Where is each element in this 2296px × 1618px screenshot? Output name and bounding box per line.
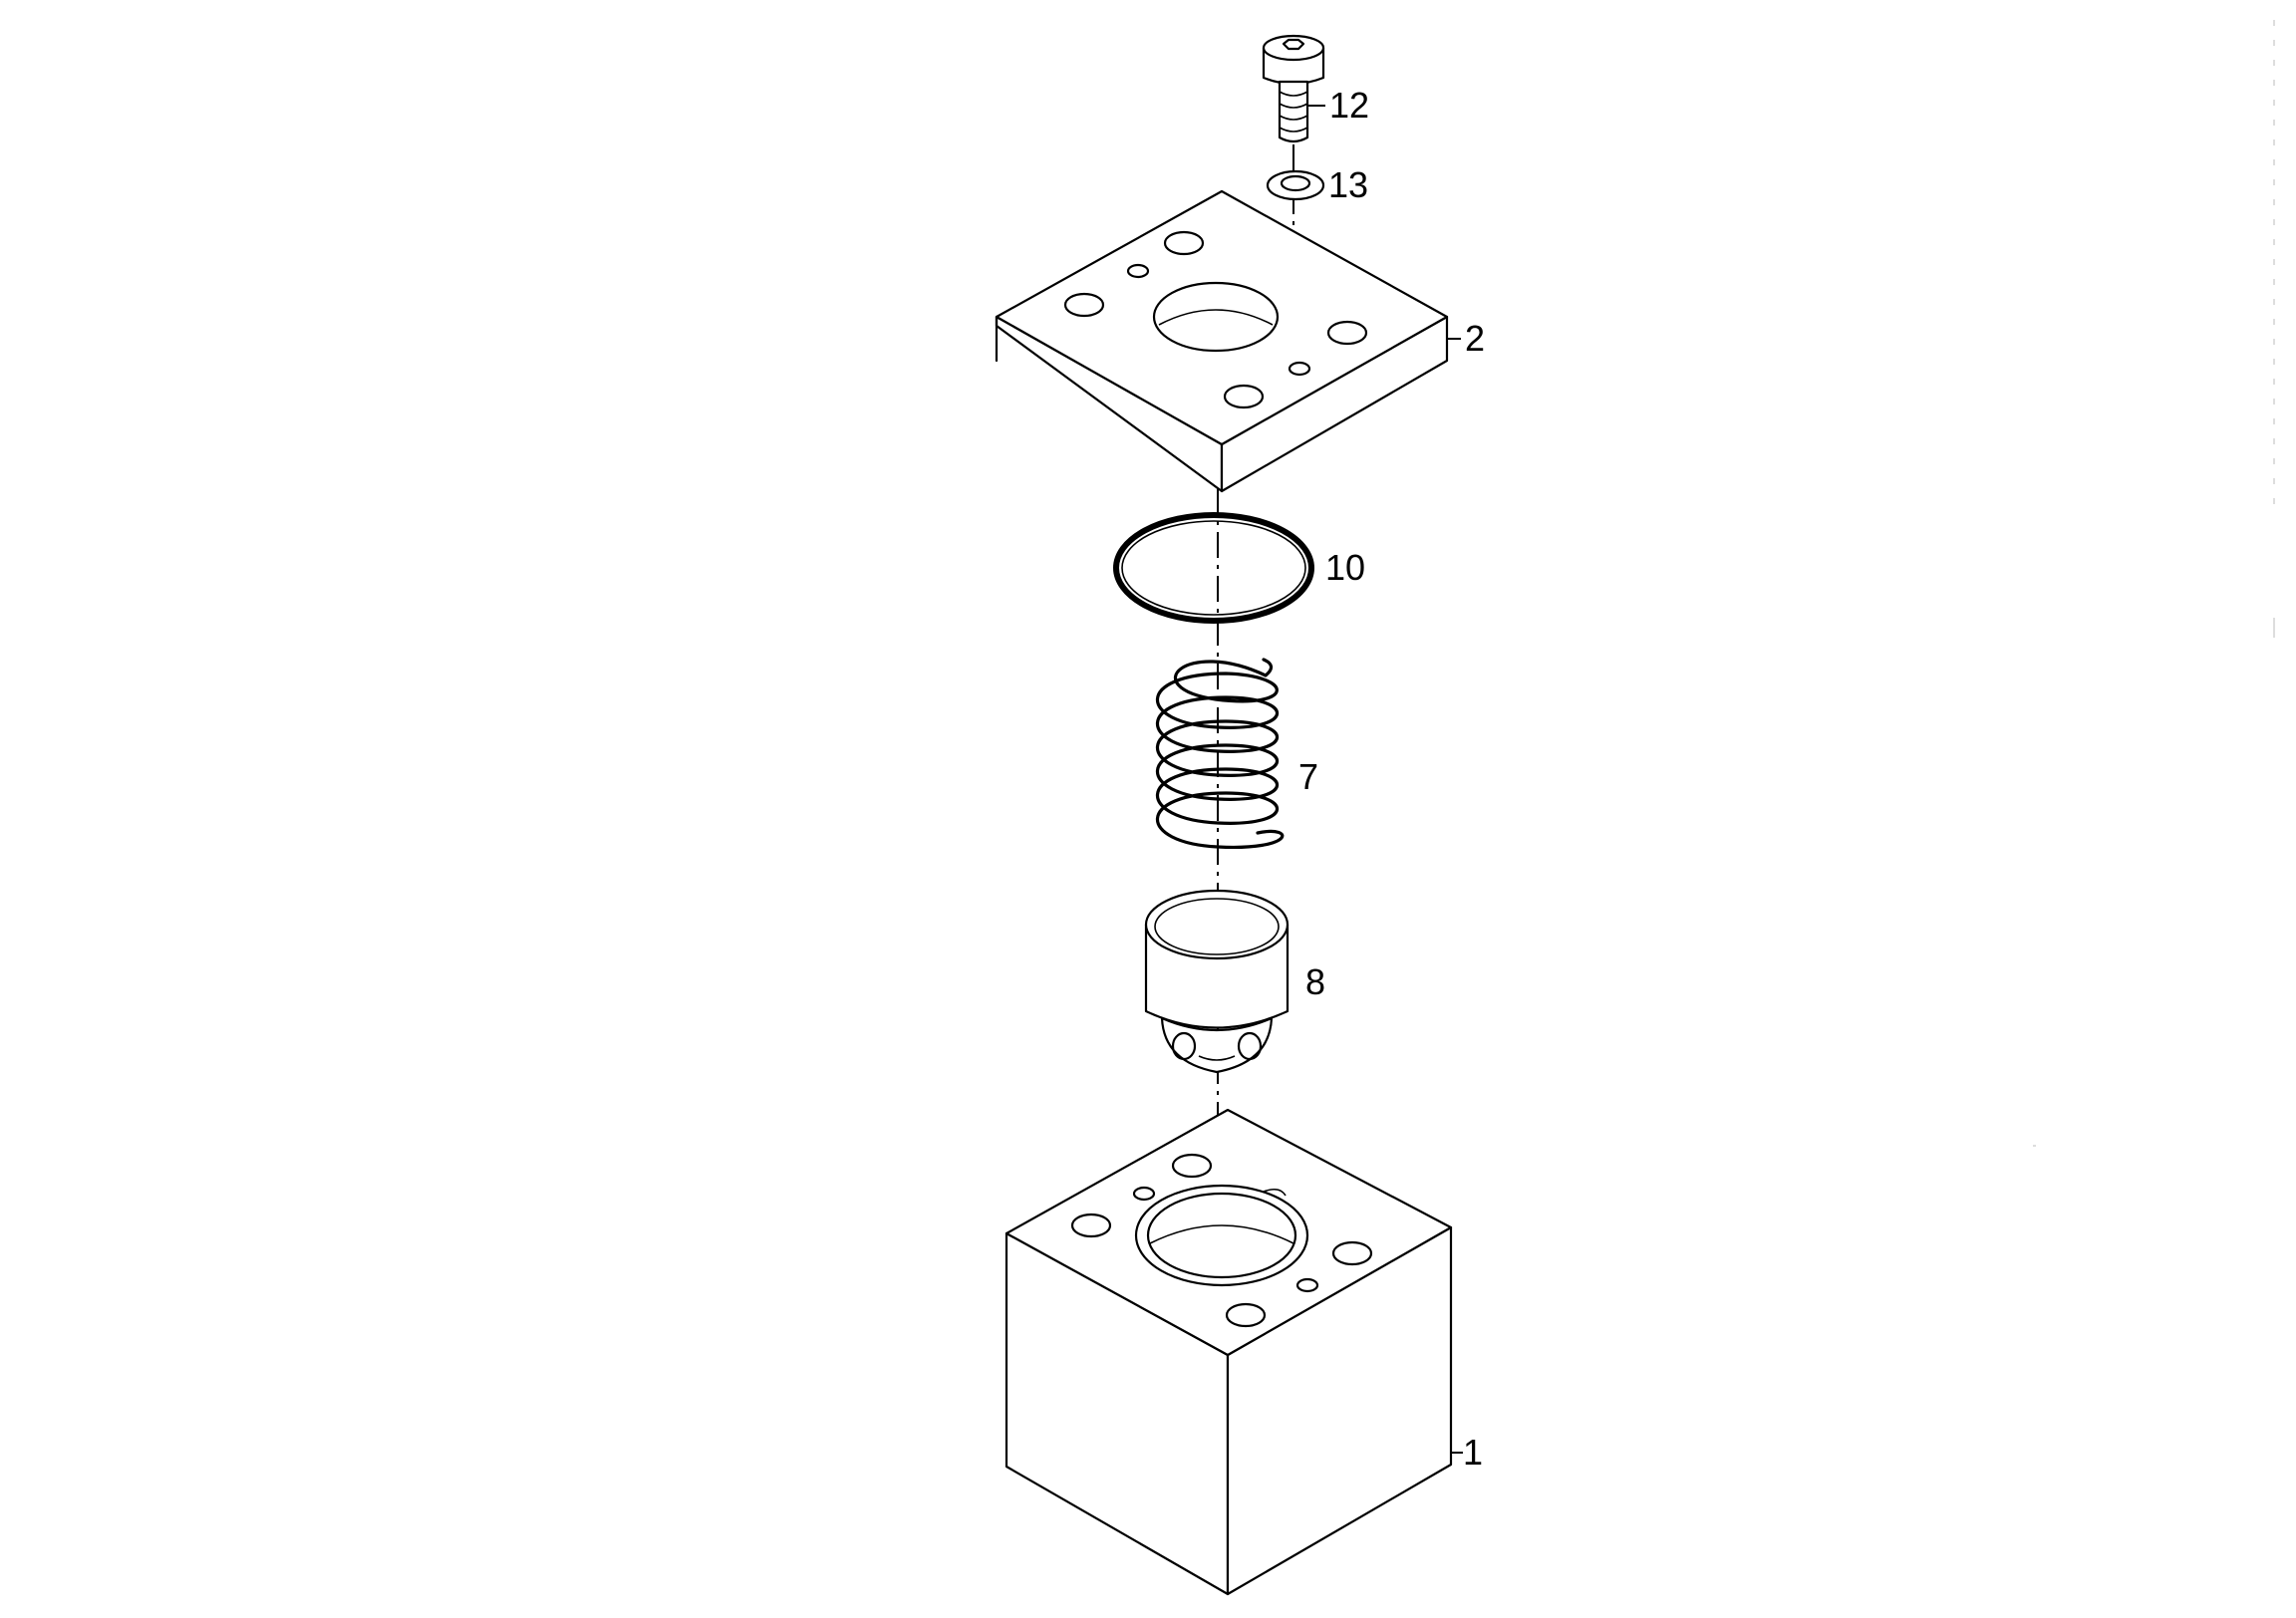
callout-7: 7 (1298, 756, 1318, 797)
part-1-valve-housing (1004, 1108, 1453, 1596)
callout-12: 12 (1329, 85, 1369, 126)
scan-edge-marks (2033, 20, 2275, 1147)
part-13-washer (1266, 169, 1325, 201)
part-10-o-ring (1113, 512, 1314, 624)
callout-2: 2 (1465, 318, 1485, 359)
part-8-valve-piston (1144, 889, 1290, 1074)
callout-1: 1 (1463, 1432, 1483, 1473)
part-7-coil-spring (1155, 658, 1285, 850)
part-12-socket-screw (1262, 34, 1325, 143)
callout-8: 8 (1305, 961, 1325, 1002)
callout-10: 10 (1325, 547, 1365, 588)
part-2-cover-plate (995, 189, 1449, 493)
callout-13: 13 (1328, 164, 1368, 205)
